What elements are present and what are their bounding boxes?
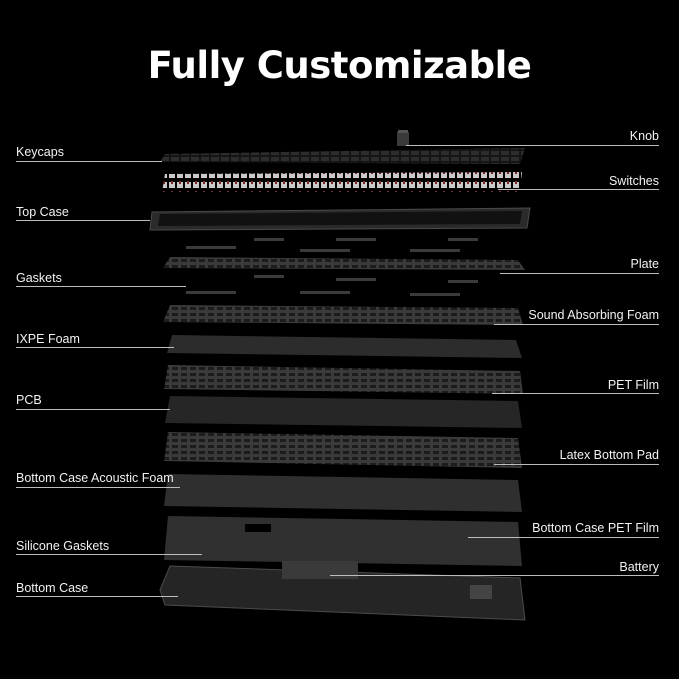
label-top-case: Top Case <box>16 205 69 219</box>
pcb-layer <box>165 396 522 428</box>
label-bottom-case-pet-film: Bottom Case PET Film <box>532 521 659 535</box>
label-switches: Switches <box>608 174 659 188</box>
label-pet-film: PET Film <box>607 378 659 392</box>
switches-layer <box>162 172 522 192</box>
bottom-pet-film-layer <box>164 516 522 566</box>
page-title: Fully Customizable <box>147 44 532 87</box>
label-plate: Plate <box>630 257 660 271</box>
ixpe-foam-layer <box>167 335 522 358</box>
acoustic-foam-layer <box>164 474 522 512</box>
label-silicone-gaskets: Silicone Gaskets <box>16 539 110 553</box>
label-ixpe-foam: IXPE Foam <box>16 332 80 346</box>
bottom-case-layer <box>159 561 526 621</box>
label-gaskets: Gaskets <box>16 271 62 285</box>
label-latex-bottom-pad: Latex Bottom Pad <box>559 448 659 462</box>
label-bottom-case-acoustic-foam: Bottom Case Acoustic Foam <box>16 471 174 485</box>
latex-pad-layer <box>164 432 522 468</box>
label-battery: Battery <box>619 560 659 574</box>
knob <box>397 132 409 146</box>
keycaps-layer <box>160 130 525 164</box>
label-bottom-case: Bottom Case <box>16 581 89 595</box>
top-case-layer <box>149 207 531 231</box>
plate-layer <box>163 257 525 270</box>
label-keycaps: Keycaps <box>16 145 64 159</box>
battery <box>282 561 358 579</box>
gaskets-layer <box>186 238 478 296</box>
label-sound-absorbing-foam: Sound Absorbing Foam <box>528 308 659 322</box>
label-pcb: PCB <box>16 393 42 407</box>
label-knob: Knob <box>629 129 659 143</box>
pet-film-layer <box>164 365 523 394</box>
sound-foam-layer <box>163 305 523 325</box>
